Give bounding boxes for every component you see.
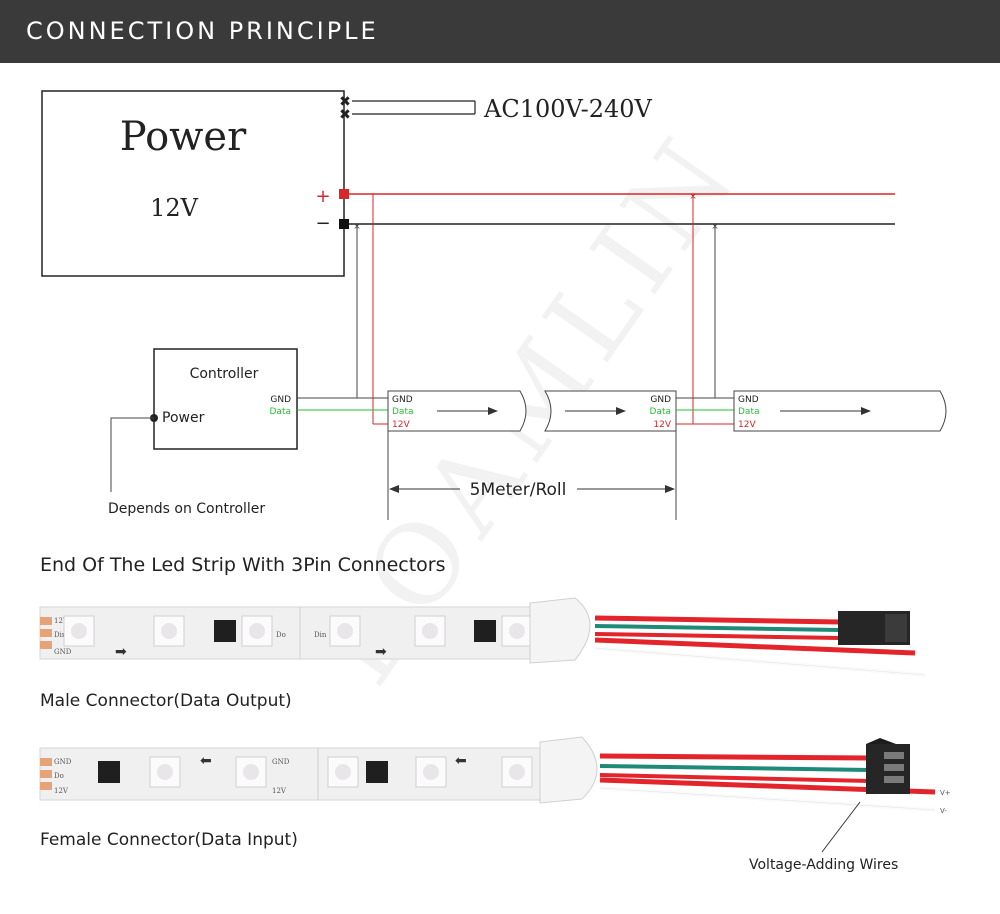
ic-chip-icon (98, 761, 120, 783)
controller: Controller GND Data Power Depends on Con… (108, 348, 298, 517)
controller-power-label: Power (162, 410, 205, 426)
controller-data-label: Data (270, 407, 292, 417)
roll-length-label: 5Meter/Roll (470, 480, 567, 500)
power-supply-box (41, 90, 345, 277)
page-title: CONNECTION PRINCIPLE (26, 17, 379, 45)
male-connector-label: Male Connector(Data Output) (40, 691, 292, 711)
controller-box (153, 348, 298, 450)
led-strip-segment: GND Data 12V (544, 390, 677, 432)
svg-text:×: × (711, 222, 719, 232)
vplus-label: V+ (940, 789, 951, 797)
pcb-do-label: Do (276, 631, 286, 639)
strip-12v-label: 12V (738, 420, 756, 430)
strip-data-label: Data (650, 407, 672, 417)
strip-gnd-label: GND (738, 395, 759, 405)
ic-chip-icon (366, 761, 388, 783)
ac-input-label: AC100V-240V (483, 95, 653, 123)
female-connector-strip: GND Do 12V GND 12V ⬅ ⬅ V+ V- (39, 736, 951, 815)
positive-terminal (339, 189, 349, 199)
pcb-do-label: Do (54, 772, 64, 780)
controller-gnd-label: GND (270, 395, 291, 405)
arrow-right-icon: ➡ (375, 644, 387, 660)
arrow-left-icon: ⬅ (455, 753, 467, 769)
led-strip-segment: GND Data 12V (387, 390, 527, 432)
female-connector-label: Female Connector(Data Input) (40, 830, 298, 850)
pcb-gnd-label: GND (54, 758, 72, 766)
strip-12v-label: 12V (392, 420, 410, 430)
ac-terminal-icon: ✖ (339, 94, 351, 110)
power-supply-voltage: 12V (150, 194, 199, 222)
plus-sign: + (315, 186, 330, 207)
negative-terminal (339, 219, 349, 229)
controller-title: Controller (190, 366, 259, 382)
pcb-din-label: Din (314, 631, 327, 639)
power-supply-title: Power (120, 114, 247, 160)
power-supply: Power 12V ✖ ✖ AC100V-240V + − (41, 90, 653, 277)
vminus-label: V- (940, 807, 947, 815)
voltage-wires-label: Voltage-Adding Wires (749, 857, 898, 873)
strip-data-label: Data (738, 407, 760, 417)
minus-sign: − (315, 213, 330, 234)
male-connector-strip: 12V Din GND Do Din ➡ ➡ (39, 597, 926, 677)
header-bar: CONNECTION PRINCIPLE (0, 0, 1000, 63)
ic-chip-icon (474, 620, 496, 642)
strip-data-label: Data (392, 407, 414, 417)
led-strip-segment: GND Data 12V (733, 390, 947, 432)
arrow-left-icon: ⬅ (200, 753, 212, 769)
pcb-gnd-label: GND (54, 648, 72, 656)
strip-gnd-label: GND (392, 395, 413, 405)
strip-12v-label: 12V (653, 420, 671, 430)
led-chip-icon (241, 615, 273, 647)
pcb-gnd-label: GND (272, 758, 290, 766)
pcb-din-label: Din (54, 631, 67, 639)
led-chip-icon (329, 615, 361, 647)
pcb-12v-label: 12V (54, 617, 69, 625)
connectors-heading: End Of The Led Strip With 3Pin Connector… (40, 554, 446, 576)
pcb-12v-label: 12V (54, 787, 69, 795)
pcb-12v-label: 12V (272, 787, 287, 795)
controller-note: Depends on Controller (108, 501, 265, 517)
ac-terminal-icon: ✖ (339, 107, 351, 123)
svg-text:×: × (689, 192, 697, 202)
svg-text:×: × (353, 222, 361, 232)
arrow-right-icon: ➡ (115, 644, 127, 660)
ic-chip-icon (214, 620, 236, 642)
led-chip-icon (235, 756, 267, 788)
strip-gnd-label: GND (650, 395, 671, 405)
